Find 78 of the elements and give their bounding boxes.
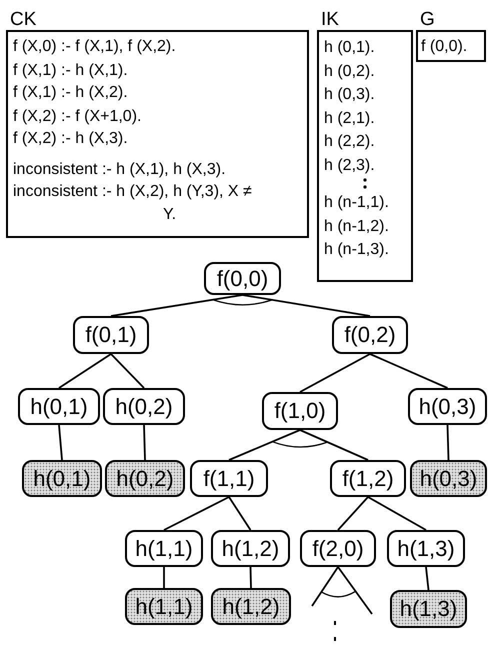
clause-text: h (2,2).: [324, 132, 376, 152]
tree-edge: [425, 566, 430, 590]
node-label: h(1,2): [222, 536, 280, 562]
tree-edge: [110, 294, 243, 317]
goal-node: [18, 388, 100, 425]
tree-edge: [300, 429, 368, 461]
tree-edge: [370, 353, 448, 389]
tree-edge: [300, 353, 370, 393]
tree-edge: [368, 496, 426, 531]
shaded-fact-node: [211, 588, 291, 625]
panel-heading: IK: [321, 10, 339, 30]
node-label: h(1,1): [135, 594, 193, 620]
clause-text: h (n-1,1).: [324, 193, 390, 213]
clause-text: f (X,1) :- h (X,1).: [13, 60, 129, 80]
tree-edge: [164, 496, 230, 531]
tree-edge: [311, 566, 339, 606]
goal-node: [211, 530, 290, 567]
goal-node: [103, 388, 185, 425]
goal-node: [73, 316, 149, 354]
node-label: f(0,2): [344, 322, 396, 348]
tree-edge: [58, 424, 63, 460]
tree-edge: [228, 496, 252, 530]
clause-text: f (X,2) :- h (X,3).: [13, 129, 129, 149]
node-label: f(2,0): [312, 536, 364, 562]
tree-edge: [110, 353, 145, 389]
clause-text: h (n-1,3).: [324, 240, 390, 260]
node-label: h(1,3): [397, 536, 455, 562]
node-label: h(1,2): [222, 594, 280, 620]
tree-edge: [58, 353, 112, 389]
goal-node: [190, 460, 268, 497]
clause-text: h (2,1).: [324, 108, 376, 128]
shaded-fact-node: [22, 460, 102, 497]
goal-node: [408, 388, 487, 425]
node-label: f(1,2): [342, 466, 394, 492]
clause-text: f (X,2) :- f (X+1,0).: [13, 106, 142, 126]
tree-edge: [228, 429, 300, 461]
tree-edge: [337, 566, 373, 615]
node-label: h(0,3): [418, 394, 476, 420]
node-label: h(0,1): [33, 466, 91, 492]
panel-heading: G: [420, 10, 435, 30]
node-label: h(0,2): [116, 466, 174, 492]
node-label: h(1,1): [135, 536, 193, 562]
clause-text: inconsistent :- h (X,1), h (X,3).: [13, 160, 227, 180]
goal-node: [125, 530, 203, 567]
goal-node: [330, 460, 406, 497]
node-label: h(0,3): [420, 466, 478, 492]
shaded-fact-node: [125, 588, 203, 625]
node-label: f(0,0): [216, 266, 268, 292]
shaded-fact-node: [390, 590, 467, 628]
clause-text: h (0,2).: [324, 62, 376, 82]
clause-text: f (X,0) :- f (X,1), f (X,2).: [13, 37, 177, 57]
shaded-fact-node: [105, 460, 185, 497]
panel-heading: CK: [10, 10, 36, 30]
goal-node: [204, 262, 281, 295]
tree-edge: [163, 567, 165, 588]
node-label: f(1,1): [203, 466, 255, 492]
clause-text: h (2,3).: [324, 156, 376, 176]
goal-node: [300, 530, 376, 567]
clause-text: h (n-1,2).: [324, 216, 390, 236]
clause-text: h (0,3).: [324, 85, 376, 105]
tree-edge: [337, 496, 369, 531]
node-label: f(0,1): [85, 322, 137, 348]
goal-node: [387, 530, 465, 567]
node-label: h(1,3): [400, 596, 458, 622]
goal-node: [262, 392, 338, 430]
tree-edge: [143, 424, 146, 460]
node-label: h(0,2): [115, 394, 173, 420]
clause-text: inconsistent :- h (X,2), h (Y,3), X ≠ Y.: [13, 182, 253, 224]
goal-node: [332, 316, 408, 354]
tree-edge: [446, 424, 450, 460]
shaded-fact-node: [410, 460, 487, 497]
node-label: h(0,1): [30, 394, 88, 420]
node-label: f(1,0): [274, 398, 326, 424]
tree-edge: [242, 294, 370, 317]
clause-text: f (0,0).: [421, 37, 468, 57]
clause-text: f (X,1) :- h (X,2).: [13, 83, 129, 103]
clause-text: h (0,1).: [324, 38, 376, 58]
tree-edge: [250, 566, 252, 588]
